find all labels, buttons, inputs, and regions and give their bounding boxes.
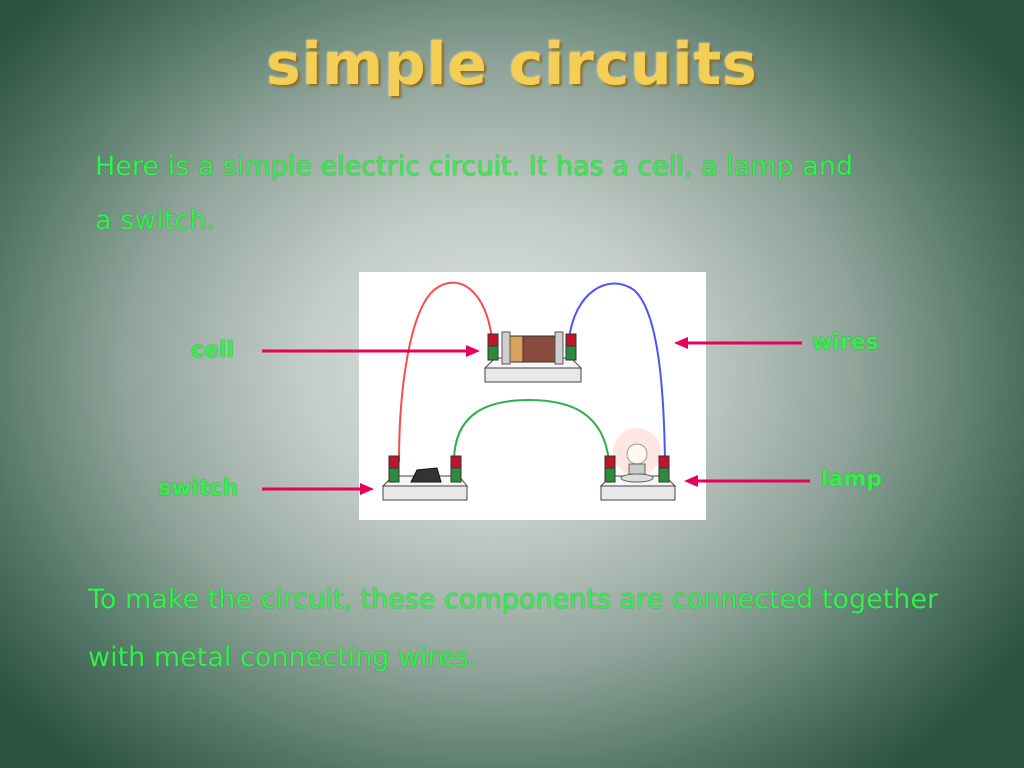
label-switch: switch	[158, 476, 239, 501]
label-wires: wires	[812, 330, 879, 355]
green-wire	[453, 398, 610, 463]
arrow-lamp	[684, 475, 810, 487]
arrow-wires	[674, 337, 802, 349]
slide-title: simple circuits	[266, 30, 758, 98]
arrow-cell	[262, 345, 480, 357]
intro-text: Here is a simple electric circuit. It ha…	[95, 151, 854, 236]
circuit-diagram	[359, 272, 706, 520]
circuit-illustration	[381, 281, 677, 501]
outro-text: To make the circuit, these components ar…	[88, 584, 939, 673]
arrow-switch	[262, 483, 374, 495]
red-wire	[398, 281, 493, 463]
blue-wire	[568, 282, 666, 463]
switch-component	[381, 455, 469, 501]
label-cell: cell	[191, 338, 235, 363]
lamp-component	[599, 428, 677, 501]
cell-component	[483, 331, 583, 383]
label-lamp: lamp	[821, 467, 883, 492]
